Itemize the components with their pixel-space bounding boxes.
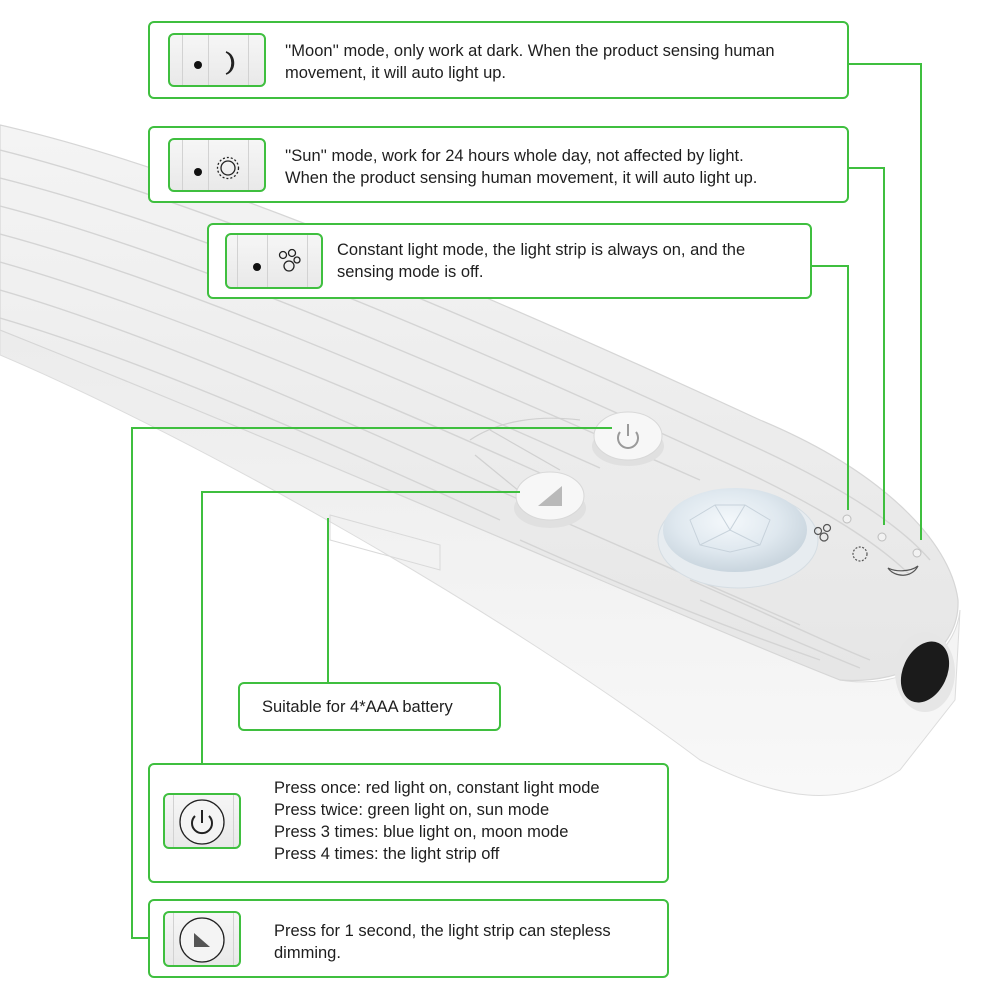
dimming-text: Press for 1 second, the light strip can … [274, 922, 611, 962]
moon-mode-text: ''Moon'' mode, only work at dark. When t… [285, 42, 775, 82]
indicator-dot [194, 168, 202, 176]
dimming-triangle-icon [179, 917, 225, 963]
battery-text: Suitable for 4*AAA battery [262, 698, 453, 716]
indicator-dot [253, 263, 261, 271]
dimming-button-thumbnail [163, 911, 241, 967]
sun-mode-thumbnail [168, 138, 266, 192]
end-port-illustration [895, 632, 955, 712]
constant-mode-callout: Constant light mode, the light strip is … [207, 223, 812, 299]
power-button-illustration [592, 411, 664, 466]
dimming-button-illustration [514, 471, 586, 528]
pir-sensor-illustration [657, 488, 819, 589]
sun-mode-text: ''Sun'' mode, work for 24 hours whole da… [285, 147, 758, 187]
power-button-text: Press once: red light on, constant light… [274, 779, 600, 863]
power-button-thumbnail [163, 793, 241, 849]
power-button-callout: Press once: red light on, constant light… [148, 763, 669, 883]
battery-callout: Suitable for 4*AAA battery [238, 682, 501, 731]
constant-mode-text: Constant light mode, the light strip is … [337, 241, 746, 281]
moon-mode-thumbnail [168, 33, 266, 87]
paw-icon [278, 248, 301, 272]
dimming-callout: Press for 1 second, the light strip can … [148, 899, 669, 978]
moon-icon [225, 51, 235, 75]
sun-icon [216, 156, 240, 180]
indicator-dot [194, 61, 202, 69]
sun-mode-callout: ''Sun'' mode, work for 24 hours whole da… [148, 126, 849, 203]
battery-cover-outline [329, 514, 441, 571]
power-icon [179, 799, 225, 845]
constant-mode-thumbnail [225, 233, 323, 289]
moon-mode-callout: ''Moon'' mode, only work at dark. When t… [148, 21, 849, 99]
